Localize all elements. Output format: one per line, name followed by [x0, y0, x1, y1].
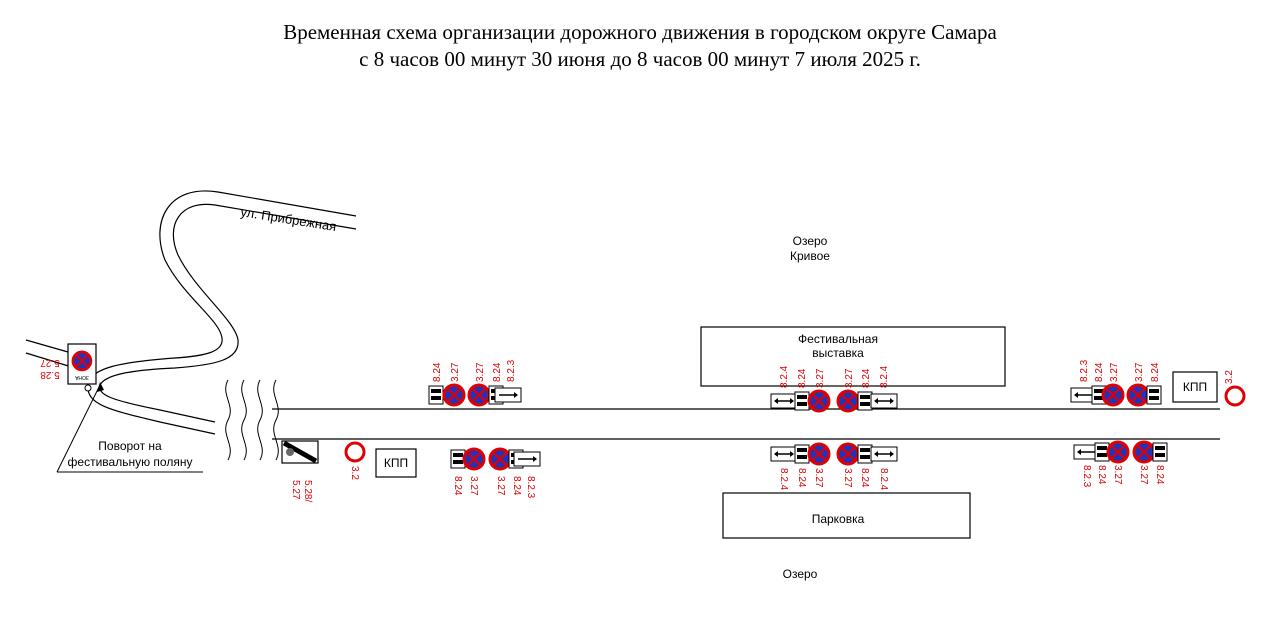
access-road-edge-outer [99, 203, 357, 423]
code-f5: 8.24 [1154, 465, 1165, 485]
exhibition-label-2: выставка [812, 346, 864, 360]
lake-top-label-2: Кривое [790, 249, 830, 263]
checkpoint-left-label: КПП [384, 456, 408, 470]
code-b1: 8.24 [452, 476, 463, 496]
sign-group-c [770, 389, 898, 413]
code-b2: 3.27 [468, 476, 479, 496]
access-road-edge-inner [87, 190, 357, 435]
code-a3: 3.27 [475, 362, 486, 382]
code-f4: 3.27 [1138, 465, 1149, 485]
code-d1: 8.2.4 [778, 468, 789, 491]
zone-end-sign [281, 440, 319, 464]
turn-pointer-arrow [97, 382, 104, 392]
code-d6: 8.2.4 [878, 468, 889, 491]
code-c4: 3.27 [844, 368, 855, 388]
wave-line [241, 379, 247, 461]
code-f2: 8.24 [1096, 465, 1107, 485]
exhibition-label: Фестивальная [798, 332, 878, 346]
no-vehicles-sign [344, 441, 366, 463]
zone-code-a: 5.27 [40, 357, 60, 368]
code-b4: 8.24 [511, 476, 522, 496]
code-d2: 8.24 [796, 468, 807, 488]
sign-code-32-left: 3.2 [349, 466, 360, 480]
exhibition-area [700, 326, 1006, 387]
code-a4: 8.24 [492, 362, 503, 382]
code-a5: 8.2.3 [506, 359, 517, 382]
sign-group-e [1070, 383, 1162, 407]
lake-bottom-label: Озеро [783, 567, 818, 581]
code-c5: 8.24 [861, 368, 872, 388]
code-f1: 8.2.3 [1081, 465, 1092, 488]
code-e1: 8.2.3 [1079, 359, 1090, 382]
sign-code-32-right: 3.2 [1224, 370, 1235, 384]
sign-group-f [1073, 440, 1168, 464]
scheme-title: Временная схема организации дорожного дв… [283, 20, 997, 44]
checkpoint-right-label: КПП [1183, 380, 1207, 394]
parking-area [722, 492, 971, 539]
zone-end-code-a: 5.28/ [302, 480, 313, 502]
code-a1: 8.24 [432, 362, 443, 382]
code-d4: 3.27 [842, 468, 853, 488]
code-b5: 8.2.3 [525, 476, 536, 499]
code-e3: 3.27 [1109, 362, 1120, 382]
turn-pointer-line [56, 384, 101, 473]
code-f3: 3.27 [1112, 465, 1123, 485]
parking-label: Парковка [812, 512, 865, 526]
code-c6: 8.2.4 [879, 365, 890, 388]
turn-label: Поворот на [98, 439, 162, 453]
code-a2: 3.27 [450, 362, 461, 382]
code-d3: 3.27 [813, 468, 824, 488]
code-d5: 8.24 [859, 468, 870, 488]
street-label: ул. Прибрежная [240, 204, 338, 234]
wave-line [273, 379, 279, 461]
code-c2: 8.24 [797, 368, 808, 388]
sign-group-d [770, 442, 898, 466]
checkpoint-right [1172, 371, 1218, 403]
zone-code-b: 5.28 [40, 369, 60, 380]
code-e2: 8.24 [1094, 362, 1105, 382]
zone-start-sign: ЗОНА [67, 343, 97, 392]
sign-group-b [450, 447, 541, 471]
wave-line [225, 379, 231, 461]
code-e4: 3.27 [1134, 362, 1145, 382]
code-b3: 3.27 [495, 476, 506, 496]
turn-label-2: фестивальную поляну [68, 455, 193, 469]
code-c3: 3.27 [815, 368, 826, 388]
code-e5: 8.24 [1150, 362, 1161, 382]
lake-top-label: Озеро [793, 234, 828, 248]
sign-group-a [428, 383, 522, 407]
zone-end-code-b: 5.27 [290, 480, 301, 500]
checkpoint-left [375, 448, 417, 478]
scheme-period: с 8 часов 00 минут 30 июня до 8 часов 00… [359, 47, 921, 71]
wave-line [257, 379, 263, 461]
no-vehicles-sign [1224, 385, 1246, 407]
zone-word: ЗОНА [74, 374, 88, 380]
code-c1: 8.2.4 [779, 365, 790, 388]
